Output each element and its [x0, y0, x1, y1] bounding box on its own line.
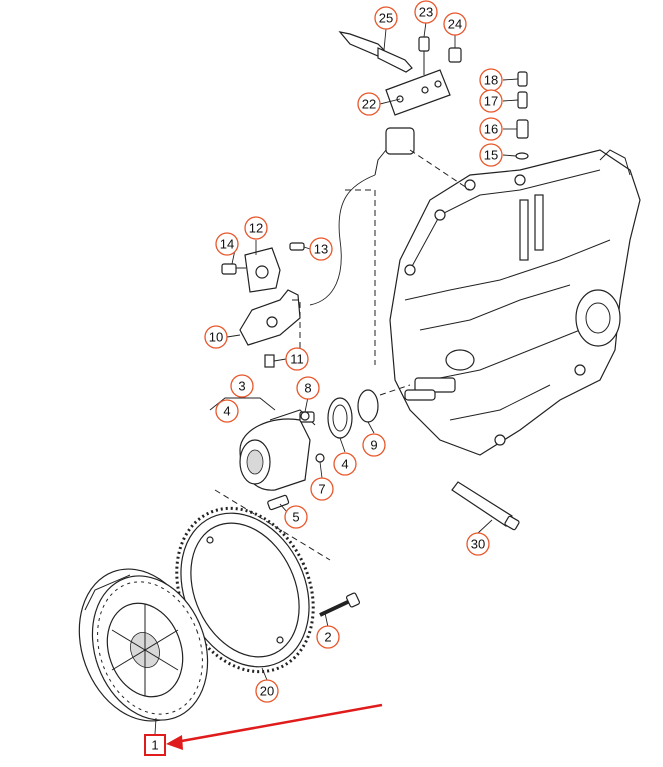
svg-text:3: 3: [238, 379, 245, 394]
svg-text:30: 30: [471, 537, 485, 552]
bolt-2: [319, 592, 361, 617]
svg-text:4: 4: [223, 404, 230, 419]
bracket-assembly: [221, 242, 305, 370]
ring-gear: [175, 506, 315, 674]
svg-text:22: 22: [362, 97, 376, 112]
svg-text:7: 7: [318, 482, 325, 497]
svg-text:24: 24: [448, 17, 462, 32]
svg-text:23: 23: [419, 5, 433, 20]
highlight-arrow: [166, 703, 383, 750]
svg-text:4: 4: [341, 457, 348, 472]
svg-text:15: 15: [484, 148, 498, 163]
clutch-pressure-plate: [78, 568, 209, 722]
callout-9[interactable]: 9: [362, 433, 386, 457]
svg-text:13: 13: [314, 242, 328, 257]
svg-text:2: 2: [324, 630, 331, 645]
svg-text:25: 25: [379, 11, 393, 26]
callout-20[interactable]: 20: [255, 679, 279, 703]
callout-11[interactable]: 11: [285, 347, 309, 371]
svg-text:8: 8: [304, 381, 311, 396]
callout-16[interactable]: 16: [479, 117, 503, 141]
callout-2[interactable]: 2: [316, 625, 340, 649]
callout-15[interactable]: 15: [479, 143, 503, 167]
callout-24[interactable]: 24: [443, 12, 467, 36]
callout-23[interactable]: 23: [414, 0, 438, 24]
svg-text:20: 20: [260, 684, 274, 699]
callout-17[interactable]: 17: [479, 89, 503, 113]
release-bearing-assembly: [209, 384, 411, 561]
grease-tube: [451, 481, 520, 531]
gearbox-housing: [389, 149, 641, 456]
callout-14[interactable]: 14: [215, 232, 239, 256]
leader-lines: [154, 21, 519, 735]
svg-text:1: 1: [151, 738, 158, 753]
svg-text:17: 17: [484, 94, 498, 109]
callout-12[interactable]: 12: [244, 216, 268, 240]
callout-8[interactable]: 8: [296, 376, 320, 400]
studs: [515, 71, 529, 160]
svg-text:11: 11: [290, 352, 304, 367]
callout-18[interactable]: 18: [479, 68, 503, 92]
callout-3[interactable]: 3: [230, 374, 254, 398]
svg-text:18: 18: [484, 73, 498, 88]
svg-text:14: 14: [220, 237, 234, 252]
svg-text:16: 16: [484, 122, 498, 137]
svg-text:12: 12: [249, 221, 263, 236]
sensor-assembly: [309, 31, 471, 365]
callout-10[interactable]: 10: [204, 325, 228, 349]
callout-5[interactable]: 5: [284, 505, 308, 529]
callout-22[interactable]: 22: [357, 92, 381, 116]
callout-13[interactable]: 13: [309, 237, 333, 261]
callout-4-left[interactable]: 4: [215, 399, 239, 423]
svg-text:10: 10: [209, 330, 223, 345]
callout-30[interactable]: 30: [466, 532, 490, 556]
callout-25[interactable]: 25: [374, 6, 398, 30]
callout-4-right[interactable]: 4: [333, 452, 357, 476]
svg-text:5: 5: [292, 510, 299, 525]
callout-1-highlighted[interactable]: 1: [144, 734, 166, 756]
callout-7[interactable]: 7: [310, 477, 334, 501]
svg-text:9: 9: [370, 438, 377, 453]
